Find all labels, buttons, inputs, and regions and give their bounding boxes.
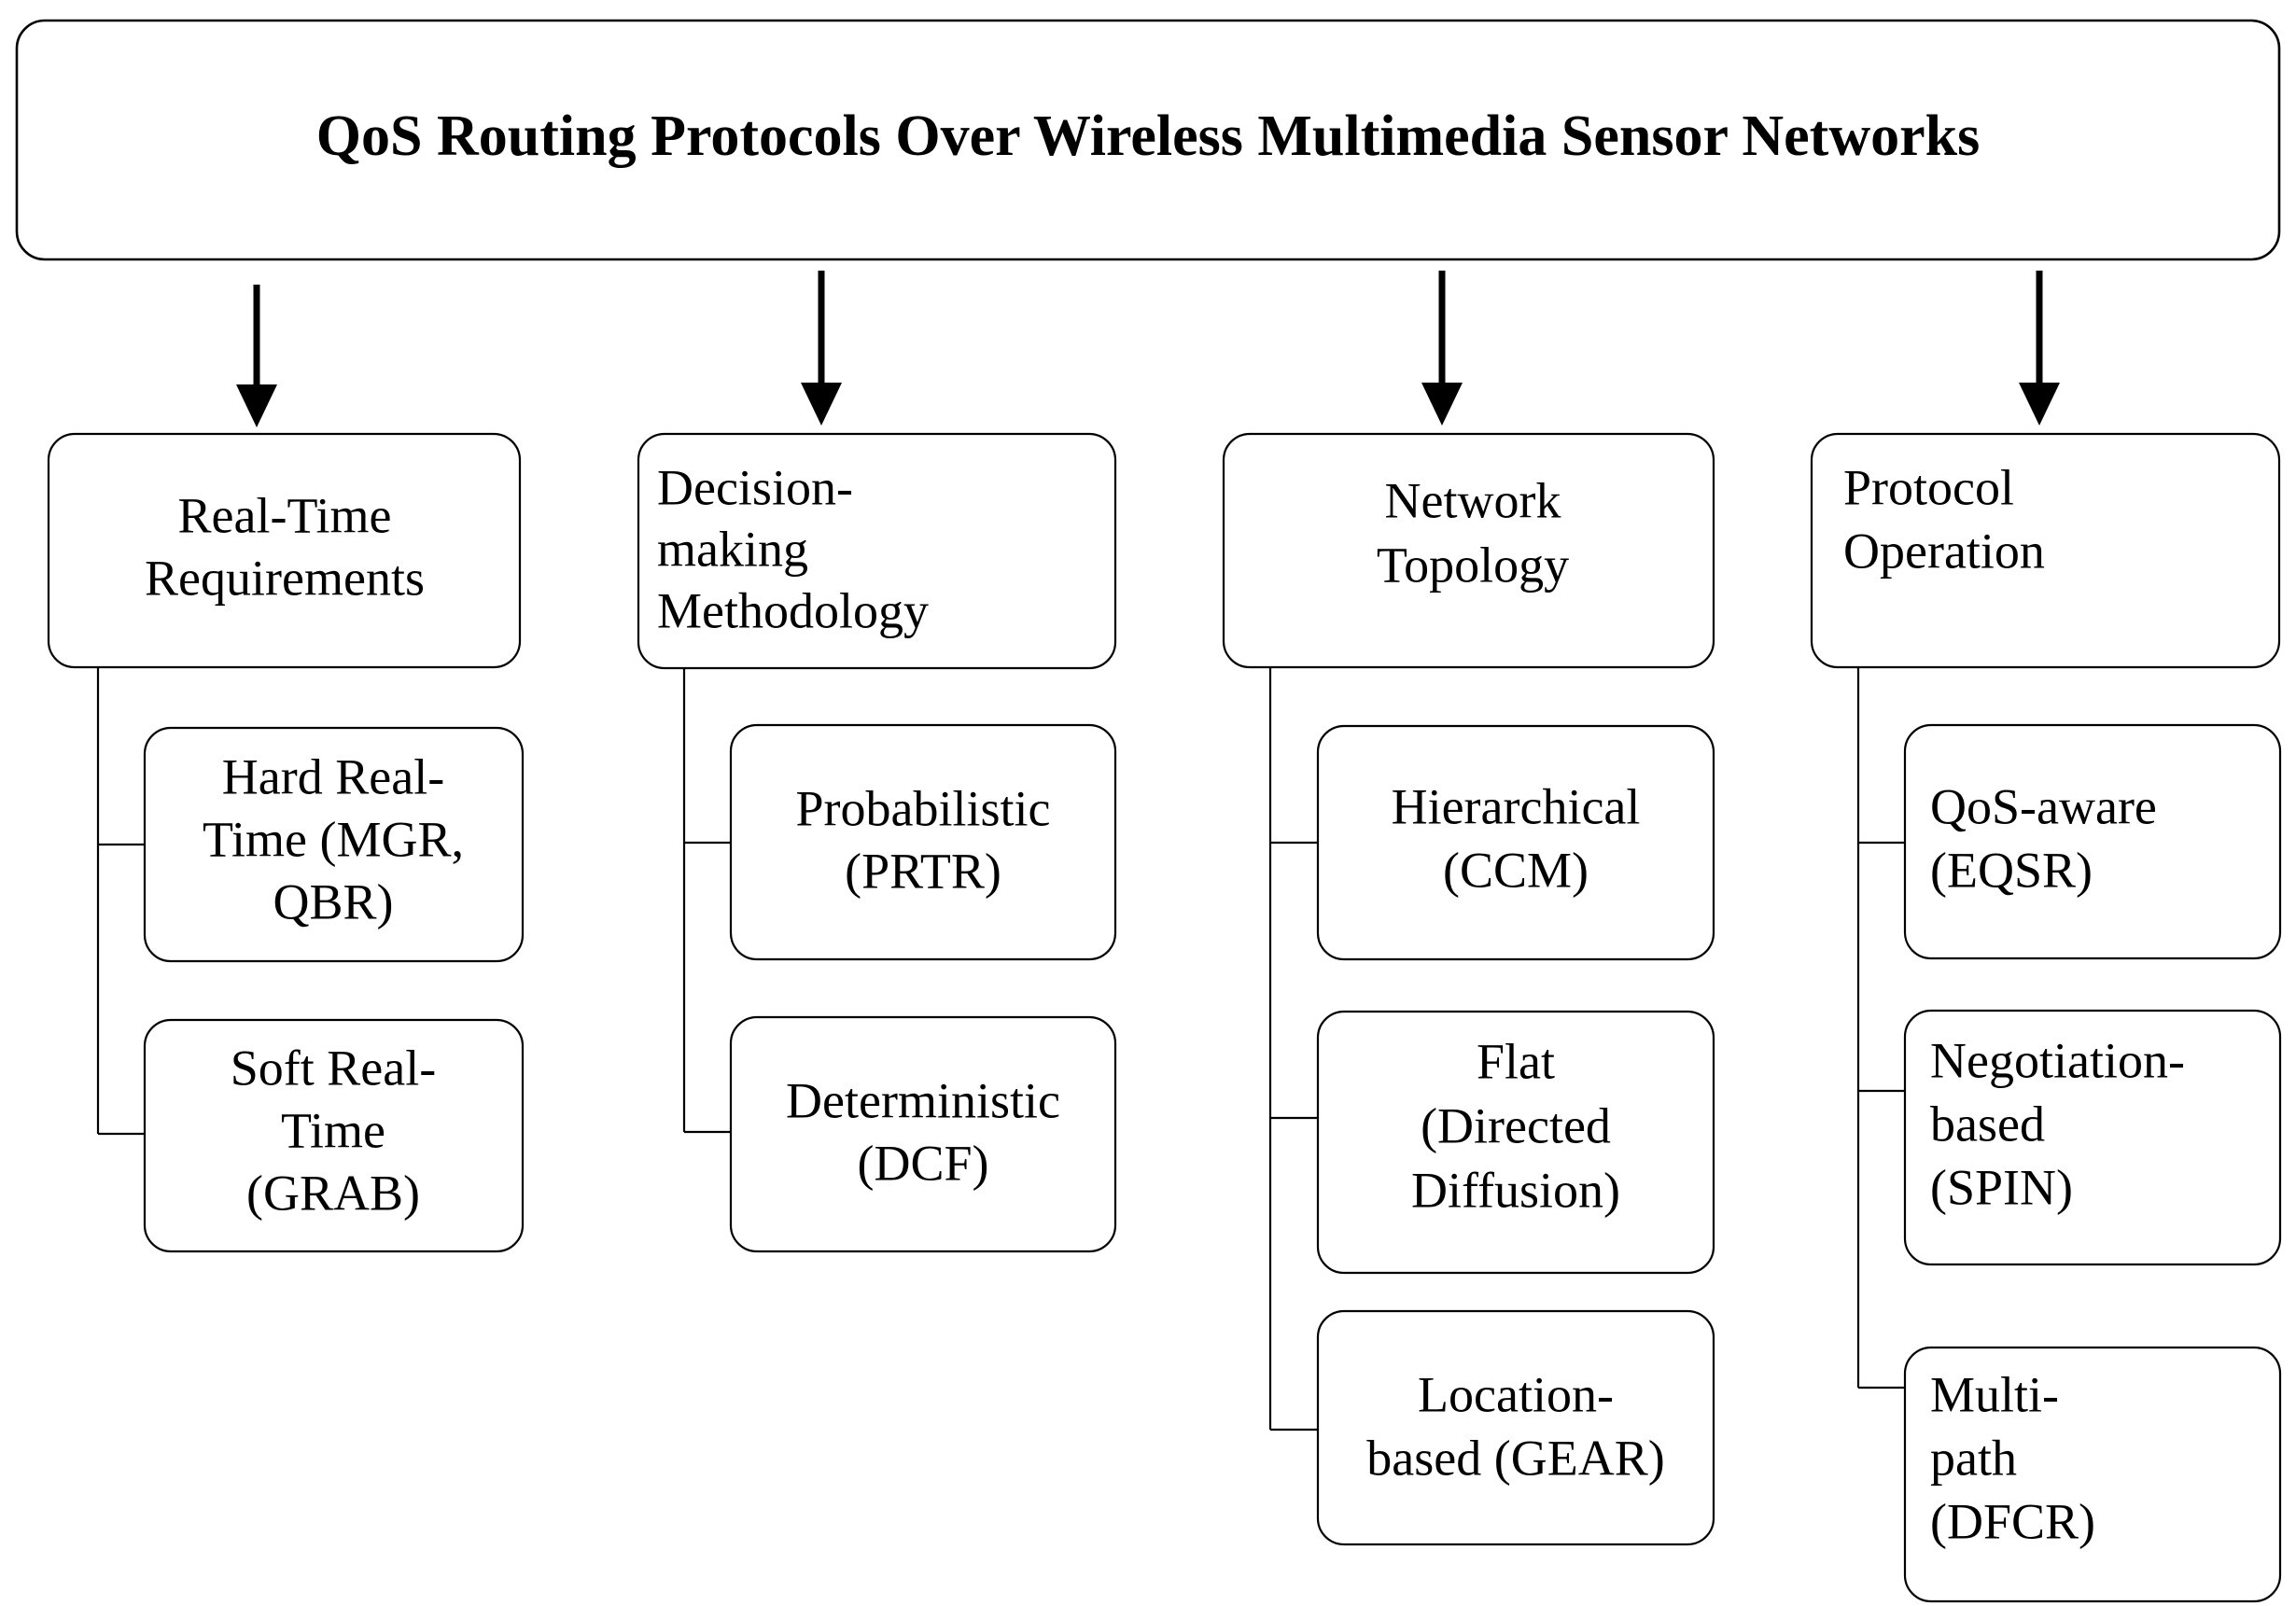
arrowhead-icon [801,383,842,426]
node-decision-making-methodology[interactable] [637,432,1117,670]
arrow-to-decision-making-methodology [801,271,842,426]
node-label-line: QBR) [273,873,393,929]
node-label-line: QoS-aware [1930,778,2157,834]
connector-dm-to-deterministic [682,843,734,1134]
connector-po-to-qos-aware [1856,667,1908,845]
node-label-line: path [1930,1430,2017,1486]
arrow-to-protocol-operation [2019,271,2060,426]
node-label-line: Hard Real- [222,748,444,804]
node-probabilistic[interactable] [729,723,1117,961]
node-label-line: (PRTR) [845,843,1001,899]
node-location-based[interactable] [1316,1309,1715,1546]
connector-dm-to-probabilistic [682,668,734,845]
node-label-line: Operation [1843,523,2045,579]
node-label-line: Network [1385,472,1561,528]
node-label-line: (GRAB) [246,1165,420,1221]
node-qos-aware[interactable] [1903,723,2282,960]
root-node-box [15,19,2281,261]
connector-po-to-multi-path [1856,1091,1908,1390]
node-label-line: Location- [1418,1366,1614,1422]
node-protocol-operation[interactable] [1810,432,2281,669]
node-flat[interactable] [1316,1010,1715,1275]
node-soft-real-time[interactable] [143,1018,525,1253]
node-label-line: based [1930,1096,2045,1152]
node-label-line: Time [281,1102,385,1158]
connector-rt-to-soft [96,845,147,1136]
node-label-line: Soft Real- [231,1040,436,1096]
branch-network-topology: Network Topology Hierarchical (CCM) Flat… [1222,432,1715,1546]
arrowhead-icon [2019,383,2060,426]
node-label-line: making [657,521,808,577]
node-label-line: (DCF) [857,1135,988,1191]
arrow-to-network-topology [1421,271,1463,426]
node-label-line: (EQSR) [1930,842,2093,898]
root-node: QoS Routing Protocols Over Wireless Mult… [15,19,2281,261]
node-label-line: Negotiation- [1930,1032,2185,1088]
node-deterministic[interactable] [729,1015,1117,1253]
node-label-line: Hierarchical [1392,778,1641,834]
node-hierarchical[interactable] [1316,724,1715,961]
root-arrows-group [236,271,2060,427]
node-label-line: Topology [1377,537,1569,593]
node-label-line: Deterministic [786,1072,1060,1128]
arrow-to-real-time-requirements [236,285,277,427]
node-label-line: Protocol [1843,459,2014,515]
node-label-line: Methodology [657,582,929,638]
node-label-line: Diffusion) [1411,1162,1620,1218]
connector-nt-to-location-based [1268,1118,1320,1431]
node-label-line: (CCM) [1443,842,1589,898]
node-network-topology[interactable] [1222,432,1715,669]
connector-nt-to-flat [1268,843,1320,1120]
node-label-line: Probabilistic [796,780,1051,836]
node-label-line: (Directed [1421,1097,1611,1153]
node-hard-real-time[interactable] [143,726,525,963]
connector-rt-to-hard [96,667,147,846]
page-title: QoS Routing Protocols Over Wireless Mult… [316,105,1980,168]
node-label-line: Flat [1477,1033,1555,1089]
node-label-line: Time (MGR, [203,811,464,867]
node-label-line: (SPIN) [1930,1159,2073,1215]
branch-protocol-operation: Protocol Operation QoS-aware (EQSR) Nego… [1810,432,2282,1603]
branch-real-time-requirements: Real-Time Requirements Hard Real- Time (… [47,432,525,1253]
node-real-time-requirements[interactable] [47,432,522,669]
node-label-line: Real-Time [178,487,392,543]
node-label-line: based (GEAR) [1366,1430,1664,1486]
node-label-line: Multi- [1930,1366,2059,1422]
connector-nt-to-hierarchical [1268,667,1320,845]
node-multi-path[interactable] [1903,1346,2282,1603]
node-label-line: Decision- [657,459,853,515]
arrowhead-icon [1421,383,1463,426]
node-negotiation-based[interactable] [1903,1009,2282,1266]
connector-po-to-negotiation-based [1856,843,1908,1093]
node-label-line: (DFCR) [1930,1493,2095,1549]
branch-decision-making-methodology: Decision- making Methodology Probabilist… [637,432,1117,1253]
node-label-line: Requirements [145,550,425,606]
arrowhead-icon [236,384,277,427]
